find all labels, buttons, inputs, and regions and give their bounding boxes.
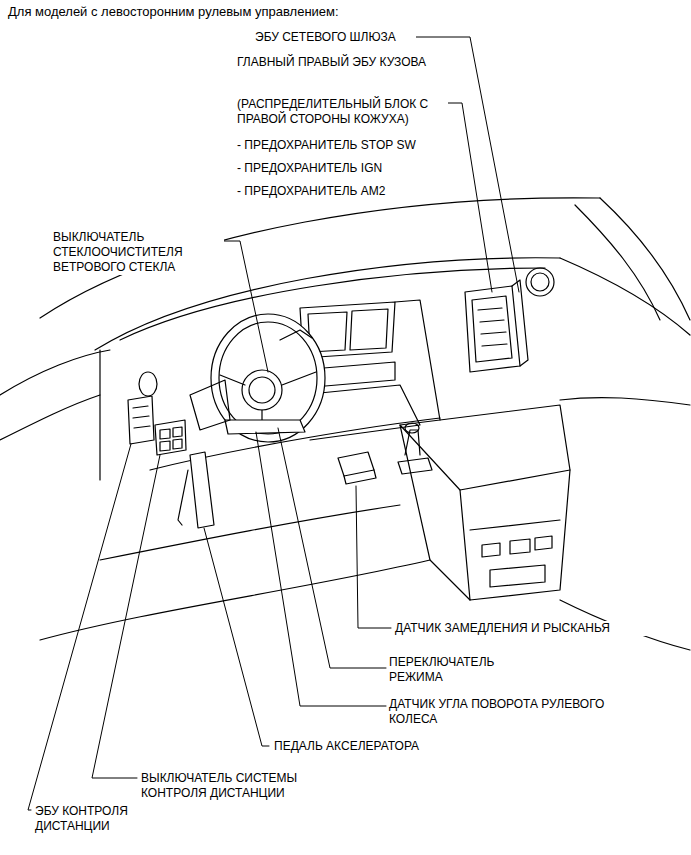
part-label: ВЫКЛЮЧАТЕЛЬ СТЕКЛООЧИСТИТЕЛЯ ВЕТРОВОГО С…	[52, 230, 224, 275]
part-label: (РАСПРЕДЕЛИТЕЛЬНЫЙ БЛОК С ПРАВОЙ СТОРОНЫ…	[236, 97, 448, 127]
diagram-title: Для моделей с левосторонним рулевым упра…	[8, 4, 339, 20]
part-label: ДАТЧИК ЗАМЕДЛЕНИЯ И РЫСКАНЬЯ	[394, 621, 686, 636]
part-label: ЭБУ КОНТРОЛЯ ДИСТАНЦИИ	[34, 804, 166, 834]
part-label: - ПРЕДОХРАНИТЕЛЬ IGN	[236, 161, 438, 176]
part-label: ЭБУ СЕТЕВОГО ШЛЮЗА	[254, 30, 416, 45]
part-label: ПЕРЕКЛЮЧАТЕЛЬ РЕЖИМА	[388, 655, 530, 685]
part-label: ДАТЧИК УГЛА ПОВОРОТА РУЛЕВОГО КОЛЕСА	[388, 697, 610, 727]
part-label: - ПРЕДОХРАНИТЕЛЬ STOP SW	[236, 138, 438, 153]
part-label: - ПРЕДОХРАНИТЕЛЬ AM2	[236, 184, 438, 199]
part-label: ПЕДАЛЬ АКСЕЛЕРАТОРА	[273, 739, 495, 754]
part-label: ГЛАВНЫЙ ПРАВЫЙ ЭБУ КУЗОВА	[236, 55, 468, 70]
part-label: ВЫКЛЮЧАТЕЛЬ СИСТЕМЫ КОНТРОЛЯ ДИСТАНЦИИ	[140, 771, 342, 801]
